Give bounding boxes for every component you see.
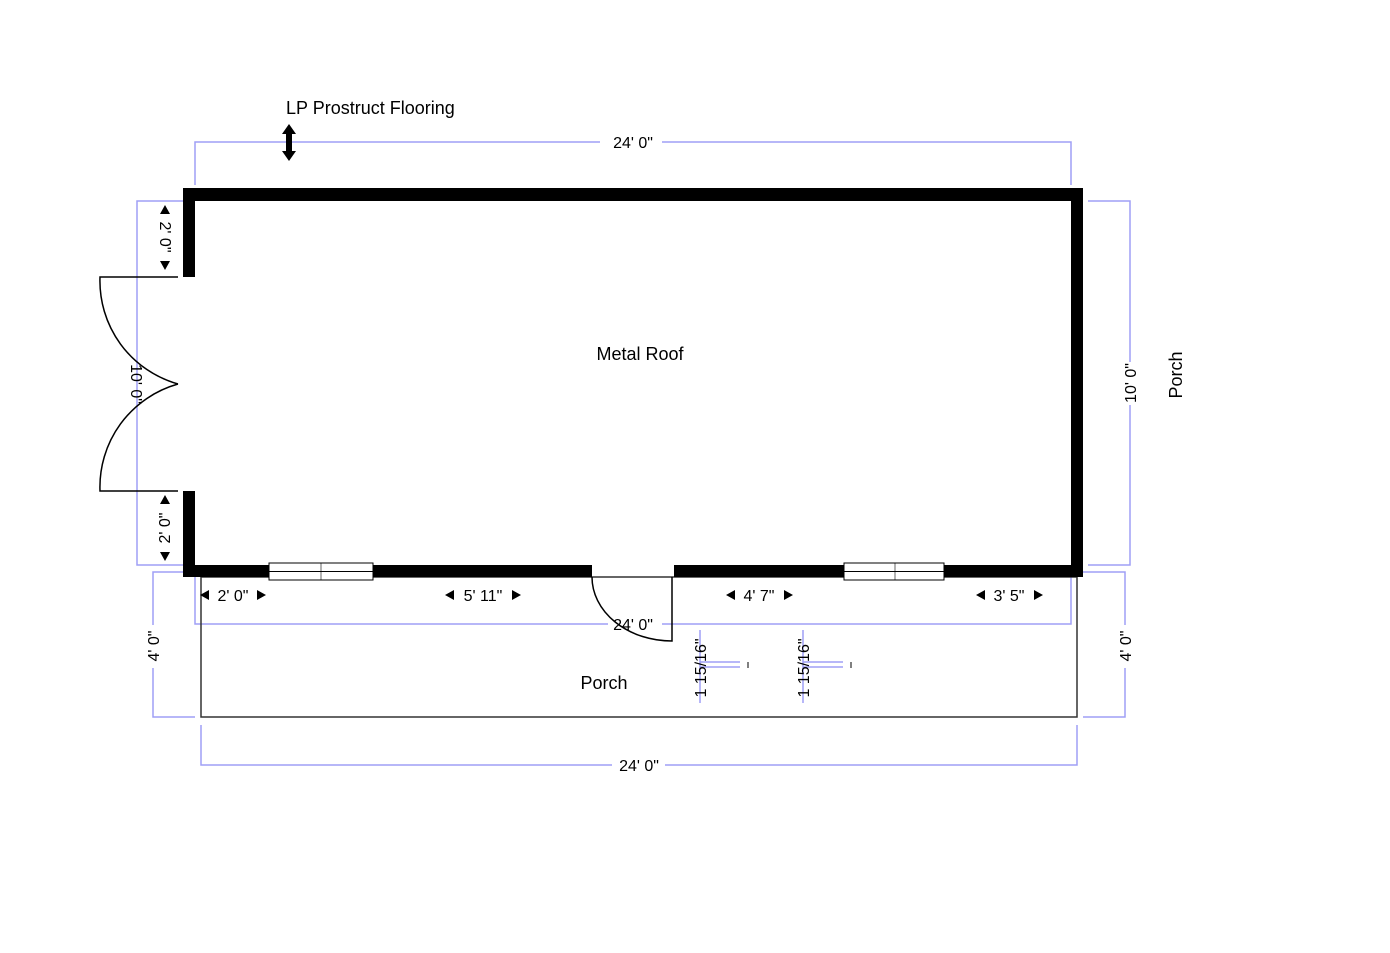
walls [183,188,1083,577]
dim-left-door: 10' 0" [127,364,144,404]
flooring-label: LP Prostruct Flooring [286,98,455,118]
dim-porch-width: 24' 0" [619,758,659,775]
dim-left-upper: 2' 0" [156,222,173,253]
dim-small-2: 1 15/16" [796,638,813,697]
dim-right-height: 10' 0" [1123,363,1140,403]
dimension-lines [136,141,1131,766]
double-arrow-icon [282,124,296,161]
room-label: Metal Roof [596,344,684,364]
dim-wall-2: 5' 11" [464,588,503,605]
porch-door[interactable] [591,576,673,642]
dim-wall-1: 2' 0" [218,588,249,605]
dim-wall-3: 4' 7" [744,588,775,605]
double-door[interactable] [99,276,179,492]
dim-small-1: 1 15/16" [693,638,710,697]
porch-outline [200,576,1078,718]
dim-top-width: 24' 0" [613,135,653,152]
dim-wall-4: 3' 5" [994,588,1025,605]
window-2[interactable] [843,562,945,581]
dimension-arrowheads [160,205,1043,600]
window-1[interactable] [268,562,374,581]
dim-front-wall: 24' 0" [613,617,653,634]
side-porch-label: Porch [1166,351,1186,398]
dim-left-lower: 2' 0" [157,513,174,544]
porch-label: Porch [580,673,627,693]
dim-porch-left: 4' 0" [146,631,163,662]
dim-porch-right: 4' 0" [1118,631,1135,662]
